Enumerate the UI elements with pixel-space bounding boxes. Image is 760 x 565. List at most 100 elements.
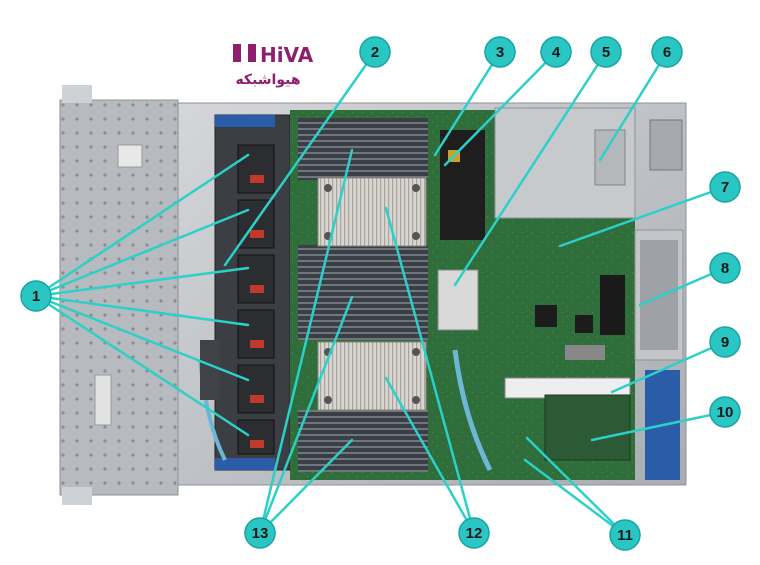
heatsink-fins [317,177,427,247]
server-chassis [59,85,687,505]
callout-1: 1 [20,280,52,312]
heatsink-screw [324,184,332,192]
heatsink-cpu-2 [317,341,427,411]
leader-line-13 [258,148,354,535]
callout-2: 2 [359,36,391,68]
leader-line-1 [34,294,250,382]
fan-module [237,309,275,359]
fan-cage-clip-top [215,115,275,127]
callout-10: 10 [709,396,741,428]
heatsink-screw [324,396,332,404]
callout-circle [484,36,516,68]
fan-modules [237,144,275,455]
rear-psu-handle [649,119,683,171]
callout-circle [651,36,683,68]
leader-line-1 [34,266,250,298]
fan-module [237,254,275,304]
callout-4: 4 [540,36,572,68]
fan-handle [250,285,264,293]
heatsink-screw [412,396,420,404]
front-ear-top [62,85,92,103]
callout-circle [20,280,52,312]
chipset [535,305,557,327]
leader-line-13 [258,295,354,535]
leader-line-13 [258,438,354,535]
callout-6: 6 [651,36,683,68]
callout-label: 4 [552,44,561,61]
callout-11: 11 [609,519,641,551]
callout-label: 13 [252,525,269,542]
leader-line-3 [433,50,502,157]
leader-line-6 [598,50,669,162]
logo-mark-bar-1 [233,44,241,62]
callout-label: 1 [32,288,40,305]
dimm-bank-bottom [298,410,428,472]
cable-bundle [200,340,220,400]
leader-line-11 [523,458,627,537]
logo-mark-bar-2 [248,44,256,62]
leader-line-9 [610,340,727,394]
callout-circle [709,326,741,358]
data-cable [452,349,493,472]
serial-tag [94,374,112,426]
pcie-slot-area [640,240,678,350]
callout-12: 12 [458,517,490,549]
heatsink-screw [412,232,420,240]
callout-badges: 1 2 3 4 5 6 7 8 [20,36,741,551]
dimm-bank-middle [298,245,428,340]
hiva-logo: HiVA هیواشبکه [233,43,314,88]
heatsink-screw [412,184,420,192]
fan-module [237,144,275,194]
callout-label: 2 [371,44,379,61]
callout-circle [709,171,741,203]
callout-circle [458,517,490,549]
callout-3: 3 [484,36,516,68]
leader-line-12 [384,206,476,535]
ilo-chip [575,315,593,333]
callout-circle [359,36,391,68]
callout-circle [540,36,572,68]
leader-line-12 [384,376,476,535]
callout-label: 3 [496,44,504,61]
callout-label: 7 [721,179,729,196]
brand-tagline: هیواشبکه [235,72,300,88]
heatsink-fins [317,341,427,411]
leader-line-10 [590,410,727,442]
power-supply-module [594,129,626,186]
callout-label: 6 [663,44,671,61]
callout-circle [590,36,622,68]
leader-line-7 [558,185,727,248]
callout-7: 7 [709,171,741,203]
fan-handle [250,340,264,348]
callout-label: 9 [721,334,729,351]
callout-label: 10 [717,404,734,421]
smart-array-controller [544,394,631,461]
fan-handle [250,395,264,403]
leader-line-1 [34,294,250,437]
fan-handle [250,230,264,238]
leader-line-4 [443,50,558,167]
fan-handle [250,440,264,448]
callout-13: 13 [244,517,276,549]
leader-line-1 [34,153,250,298]
front-ear-bottom [62,487,92,505]
heatsink-cpu-1 [317,177,427,247]
service-label [117,144,143,168]
leader-line-1 [34,208,250,298]
leader-line-1 [34,294,250,327]
smart-array-connector [600,275,625,335]
heatsink-screw [412,348,420,356]
fan-handle [250,175,264,183]
callout-8: 8 [709,252,741,284]
callout-label: 8 [721,260,729,277]
callout-label: 5 [602,44,610,61]
dimm-bank-top [298,118,428,180]
callout-5: 5 [590,36,622,68]
callout-circle [709,396,741,428]
leader-line-5 [453,50,608,287]
callout-circle [609,519,641,551]
leader-line-2 [223,50,377,267]
leader-lines [34,50,727,537]
callout-circle [709,252,741,284]
